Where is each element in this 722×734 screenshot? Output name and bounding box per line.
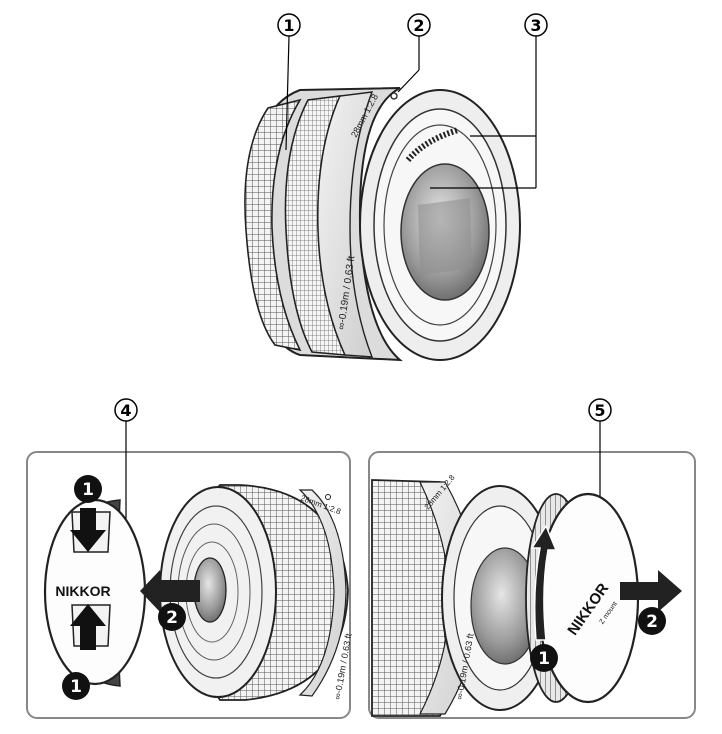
- cpu-contacts: [405, 127, 459, 163]
- step-badge-2-right: 2: [638, 607, 666, 635]
- callout-3: 3: [430, 13, 548, 189]
- lens-front-view: 28mm 1:2.8 ∞-0.19m / 0.63 ft: [159, 484, 354, 701]
- svg-text:4: 4: [120, 401, 131, 420]
- step-badge-1-top: 1: [74, 475, 102, 503]
- svg-text:1: 1: [283, 16, 294, 35]
- svg-text:2: 2: [166, 608, 178, 628]
- remove-cap-arrow: [140, 570, 200, 612]
- mount-index-dot: [390, 92, 398, 100]
- callout-1: 1: [277, 13, 301, 151]
- front-cap-panel: [26, 451, 351, 719]
- step-badge-1-bottom: 1: [62, 672, 90, 700]
- rear-cap-panel: [368, 451, 696, 719]
- control-ring-outer: [244, 98, 302, 352]
- main-lens: 28mm 1:2.8 ∞-0.19m / 0.63 ft: [244, 87, 521, 362]
- step-badge-2-left: 2: [158, 603, 186, 631]
- svg-text:5: 5: [594, 401, 605, 420]
- twist-arrow: [530, 524, 558, 641]
- svg-text:1: 1: [70, 677, 82, 697]
- pinch-arrow-up: [70, 604, 106, 650]
- pull-arrow: [620, 570, 682, 612]
- svg-text:1: 1: [538, 649, 550, 669]
- svg-text:2: 2: [646, 612, 658, 632]
- svg-text:2: 2: [413, 16, 424, 35]
- svg-text:1: 1: [82, 480, 94, 500]
- svg-text:3: 3: [530, 16, 541, 35]
- callout-2: 2: [397, 13, 431, 93]
- callout-4: 4: [114, 398, 138, 530]
- distance-band: [317, 91, 374, 358]
- front-cap-brand: NIKKOR: [55, 583, 110, 599]
- lens-rear-view: 28mm 1:2.8 ∞-0.19m / 0.63 ft: [371, 473, 559, 717]
- pinch-arrow-down: [70, 508, 106, 552]
- step-badge-1-right: 1: [530, 644, 558, 672]
